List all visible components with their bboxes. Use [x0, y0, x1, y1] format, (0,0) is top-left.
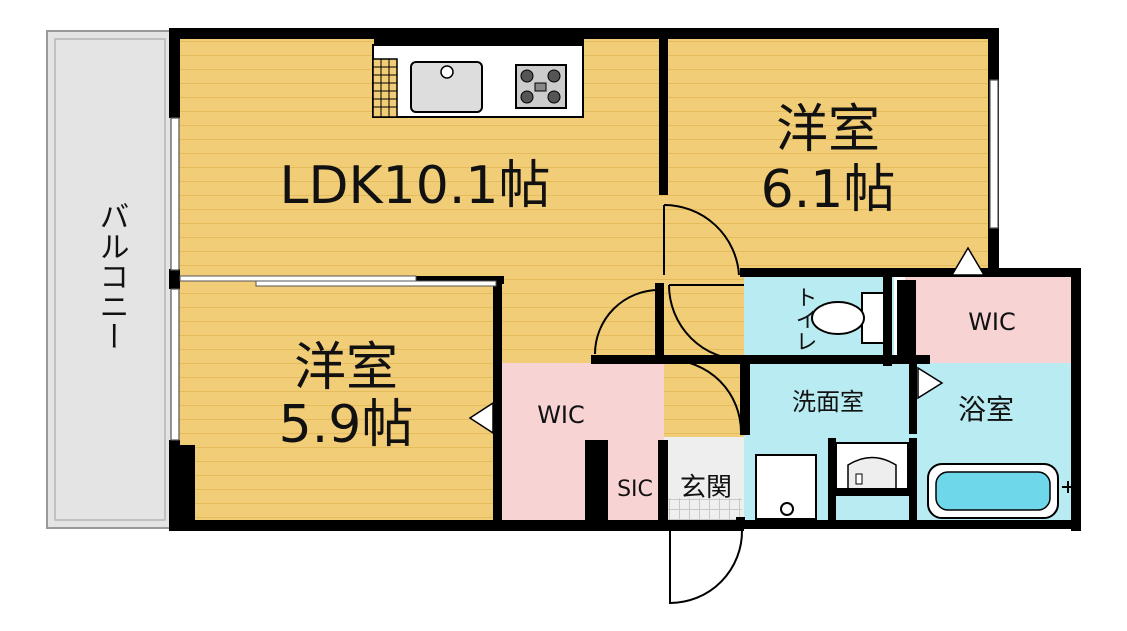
sink-icon [410, 61, 483, 113]
toilet-icon [811, 292, 887, 344]
western-north-floor [664, 31, 995, 275]
wic-center-label: WIC [537, 401, 585, 429]
sic-floor [604, 437, 664, 528]
door-markers [468, 246, 986, 435]
western-north-name: 洋室 [776, 100, 880, 160]
western-north-size: 6.1帖 [761, 160, 896, 220]
western-south-name: 洋室 [294, 338, 398, 398]
hall-floor [497, 283, 664, 363]
washbasin-icon [835, 442, 909, 496]
sic-label: SIC [617, 477, 653, 502]
western-south-size: 5.9帖 [279, 395, 414, 455]
balcony-label: バルコニー [94, 201, 129, 351]
washing-machine-icon [755, 454, 817, 520]
wic-east-floor [905, 275, 1078, 363]
ldk-label: LDK10.1帖 [280, 156, 551, 216]
entrance-label: 玄関 [680, 473, 732, 503]
washroom-label: 洗面室 [792, 388, 864, 416]
wic-east-label: WIC [968, 308, 1016, 336]
swing-doors[interactable] [594, 203, 745, 605]
bathtub-icon [927, 463, 1074, 519]
stove-icon [515, 64, 567, 109]
balcony-area [46, 30, 173, 529]
windows [170, 79, 999, 441]
western-south-floor [172, 283, 497, 528]
bathroom-label: 浴室 [958, 393, 1014, 426]
toilet-label: トイレ [792, 286, 817, 352]
sliding-door[interactable] [179, 275, 497, 287]
